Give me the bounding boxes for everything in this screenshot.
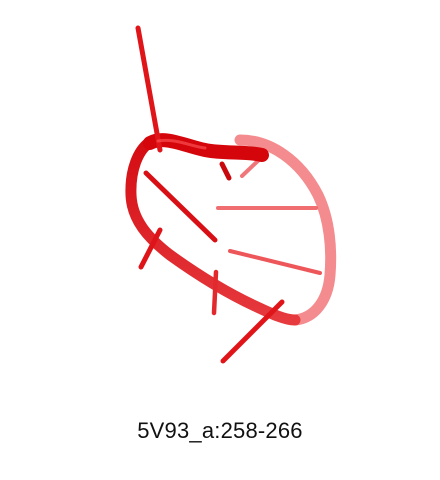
backbone-back-segment (234, 134, 337, 326)
base-stick-bottom-mid (211, 269, 219, 316)
rna-cartoon-render (125, 25, 337, 364)
base-stick-short-top (219, 161, 232, 181)
base-stick-left-outer (138, 227, 163, 270)
base-stick-bottom-long (220, 299, 285, 364)
base-stick-inner-1 (143, 170, 218, 243)
backbone-front-segment (125, 136, 301, 326)
base-stick-right-2 (228, 249, 322, 275)
terminal-stick-top (135, 25, 163, 153)
backbone-highlight (156, 138, 207, 150)
structure-caption: 5V93_a:258-266 (137, 418, 303, 443)
